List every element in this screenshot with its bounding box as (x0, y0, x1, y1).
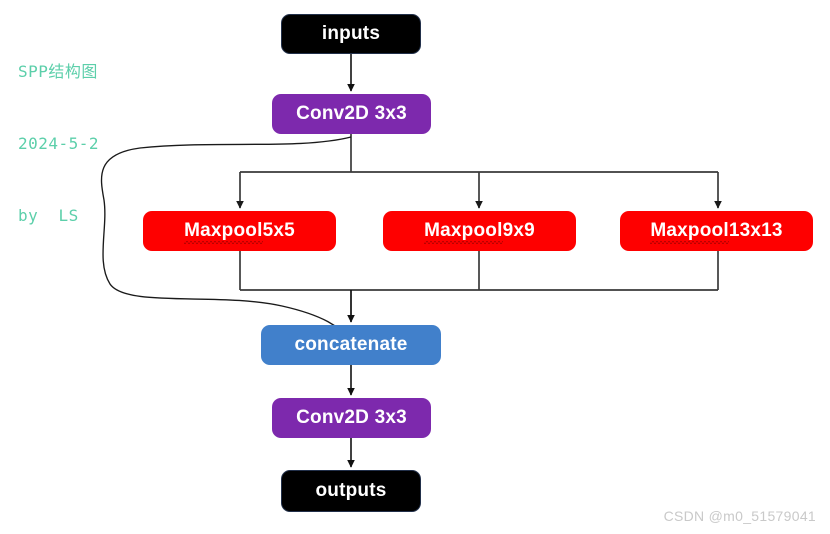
node-maxpool-13x13-label: Maxpool (650, 220, 730, 244)
caption-line-title: SPP结构图 (18, 62, 98, 81)
node-maxpool-9x9-label: Maxpool (424, 220, 504, 244)
node-maxpool-9x9[interactable]: Maxpool 9x9 (383, 211, 576, 251)
node-maxpool-5x5-label: Maxpool (184, 220, 264, 244)
node-inputs-label: inputs (321, 23, 381, 44)
caption-block: SPP结构图 2024-5-2 by LS (18, 12, 99, 276)
node-concatenate[interactable]: concatenate (261, 325, 441, 365)
node-conv2d-top[interactable]: Conv2D 3x3 (272, 94, 431, 134)
node-maxpool-13x13[interactable]: Maxpool 13x13 (620, 211, 813, 251)
node-maxpool-13x13-size: 13x13 (728, 220, 783, 241)
caption-line-author: by LS (18, 206, 79, 225)
node-outputs-label: outputs (315, 480, 387, 501)
node-maxpool-9x9-size: 9x9 (502, 220, 535, 241)
node-conv2d-bottom-label: Conv2D 3x3 (296, 407, 407, 428)
node-conv2d-top-label: Conv2D 3x3 (296, 103, 407, 124)
node-concatenate-label: concatenate (294, 334, 408, 355)
watermark-text: CSDN @m0_51579041 (663, 508, 816, 524)
node-inputs[interactable]: inputs (281, 14, 421, 54)
caption-line-date: 2024-5-2 (18, 134, 100, 153)
node-maxpool-5x5[interactable]: Maxpool 5x5 (143, 211, 336, 251)
node-outputs[interactable]: outputs (281, 470, 421, 512)
node-conv2d-bottom[interactable]: Conv2D 3x3 (272, 398, 431, 438)
node-maxpool-5x5-size: 5x5 (262, 220, 295, 241)
